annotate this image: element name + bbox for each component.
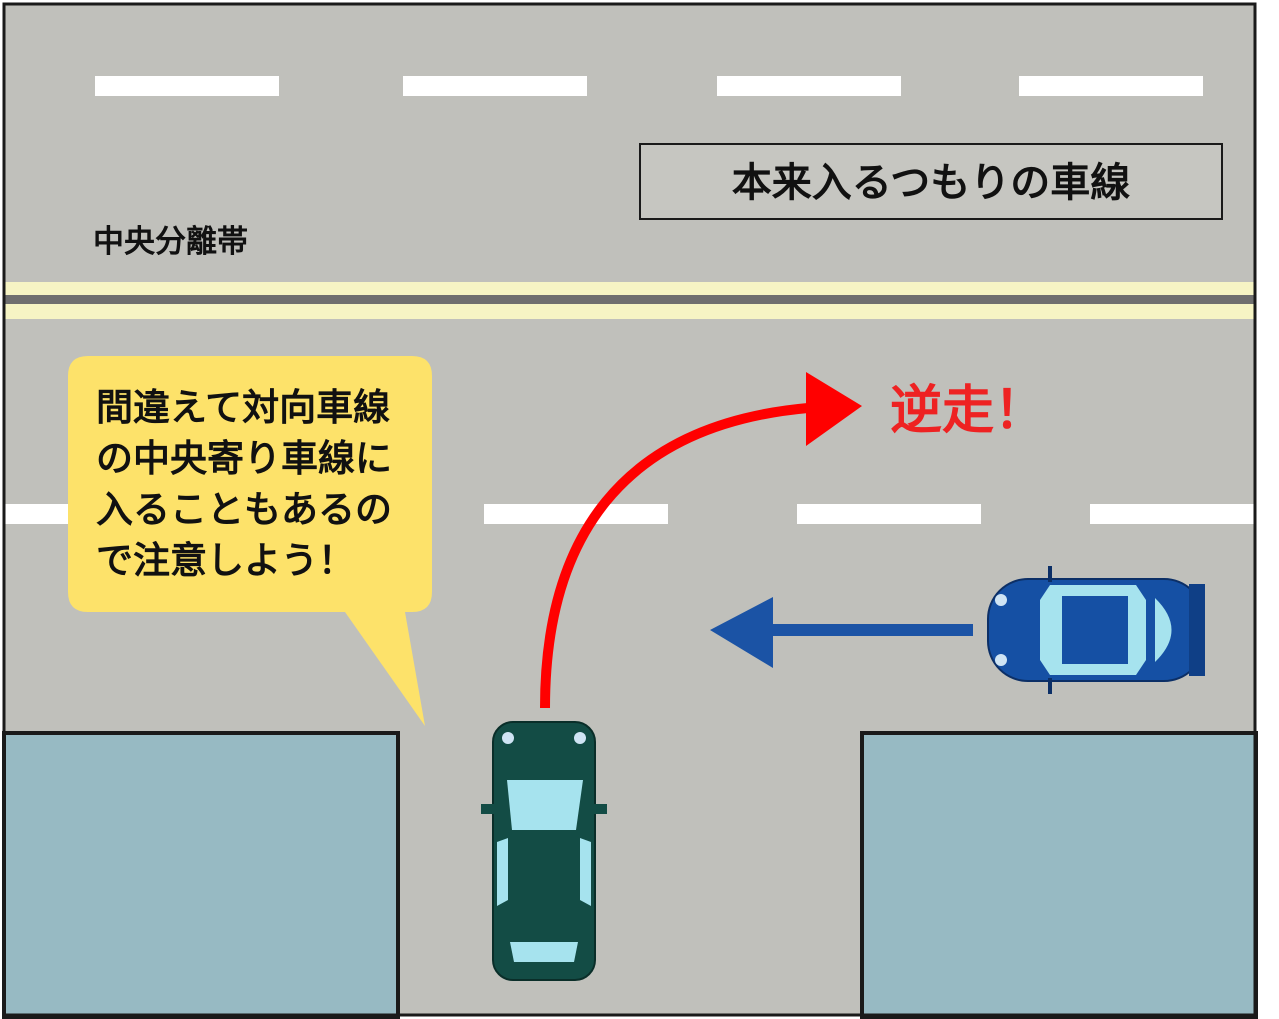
callout-line-3: 入ることもあるの bbox=[96, 488, 392, 531]
lane-dash bbox=[1019, 76, 1203, 96]
intended-lane-label: 本来入るつもりの車線 bbox=[732, 160, 1130, 206]
red-turn-arrow bbox=[540, 372, 862, 709]
upper-lane-dashes bbox=[95, 76, 1203, 96]
building-left bbox=[2, 731, 400, 1019]
turning-car bbox=[481, 721, 607, 981]
callout-line-2: の中央寄り車線に bbox=[96, 437, 392, 480]
lower-lane-dashes bbox=[4, 504, 1255, 524]
speech-callout: 間違えて対向車線 の中央寄り車線に 入ることもあるの で注意しよう！ bbox=[68, 356, 432, 726]
callout-line-4: で注意しよう！ bbox=[96, 539, 355, 582]
oncoming-car bbox=[987, 566, 1205, 694]
median-label: 中央分離帯 bbox=[93, 224, 248, 260]
wrong-way-label: 逆走！ bbox=[890, 381, 1046, 441]
lane-dash bbox=[403, 76, 587, 96]
lane-dash bbox=[1090, 504, 1255, 524]
lane-dash bbox=[484, 504, 668, 524]
lane-dash bbox=[4, 504, 84, 524]
lane-dash bbox=[717, 76, 901, 96]
lane-dash bbox=[797, 504, 981, 524]
intended-lane-box bbox=[639, 143, 1223, 220]
diagram-frame bbox=[2, 2, 1257, 1017]
lane-dash bbox=[95, 76, 279, 96]
median-strip bbox=[4, 282, 1255, 319]
blue-oncoming-arrow bbox=[710, 597, 973, 668]
callout-line-1: 間違えて対向車線 bbox=[96, 386, 390, 429]
building-right bbox=[860, 731, 1258, 1019]
